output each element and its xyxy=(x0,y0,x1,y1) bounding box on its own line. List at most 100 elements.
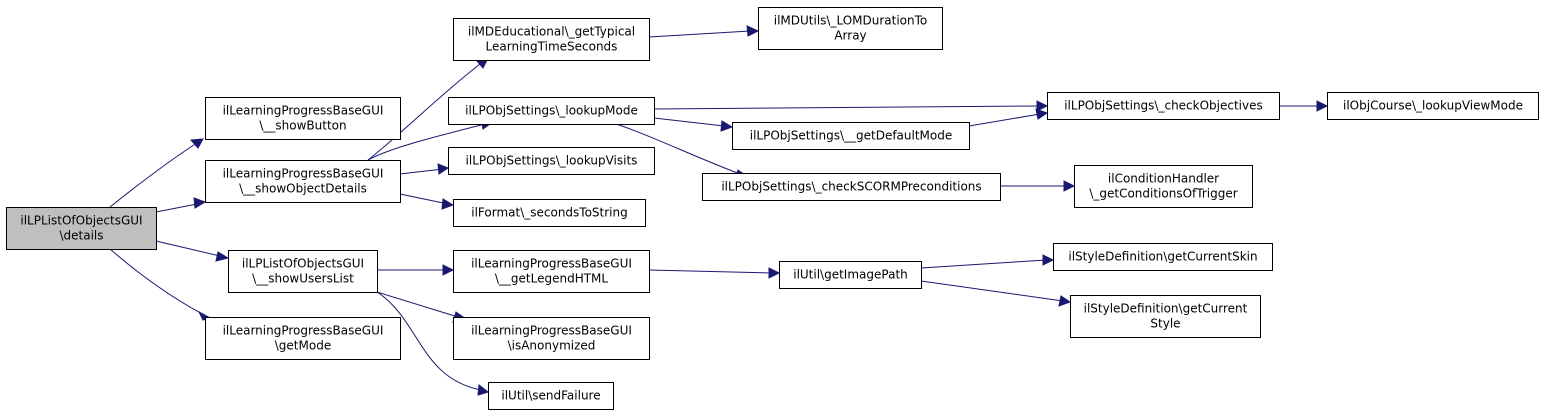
edge-getTypicalLearningTime-to-lomDurationToArray xyxy=(648,30,751,38)
arrowhead-checkObjectives xyxy=(1035,108,1049,120)
node-checkScormPreconditions[interactable]: ilLPObjSettings\_checkSCORMPreconditions xyxy=(702,173,1001,201)
node-showUsersList[interactable]: ilLPListOfObjectsGUI\__showUsersList xyxy=(228,250,378,293)
node-box xyxy=(779,261,922,289)
node-label-line: ilLPListOfObjectsGUI xyxy=(242,257,364,271)
node-label-line: \_getConditionsOfTrigger xyxy=(1089,187,1237,201)
node-box xyxy=(453,18,650,61)
node-label-line: \__showButton xyxy=(259,119,346,133)
node-box xyxy=(205,97,401,140)
node-getImagePath[interactable]: ilUtil\getImagePath xyxy=(779,261,922,289)
node-root[interactable]: ilLPListOfObjectsGUI\details xyxy=(6,207,157,250)
node-box xyxy=(453,317,650,360)
node-box xyxy=(1053,243,1273,271)
node-label-line: ilUtil\getImagePath xyxy=(793,268,908,282)
node-getDefaultMode[interactable]: ilLPObjSettings\__getDefaultMode xyxy=(732,122,970,150)
node-box xyxy=(448,97,655,125)
arrowhead-getCurrentSkin xyxy=(1042,254,1055,266)
node-label-line: ilMDEducational\_getTypical xyxy=(468,25,635,39)
arrowhead-getCurrentStyle xyxy=(1058,295,1072,307)
node-box xyxy=(758,7,943,50)
node-label-line: ilLPListOfObjectsGUI xyxy=(20,214,142,228)
edge-root-to-getMode xyxy=(109,248,211,319)
node-label-line: ilStyleDefinition\getCurrent xyxy=(1084,302,1248,316)
node-label-line: ilObjCourse\_lookupViewMode xyxy=(1343,99,1523,113)
node-showObjectDetails[interactable]: ilLearningProgressBaseGUI\__showObjectDe… xyxy=(205,160,401,203)
arrowhead-secondsToString xyxy=(441,198,455,210)
edge-lookupMode-to-checkScormPreconditions xyxy=(615,123,741,175)
edge-root-to-showButton xyxy=(109,138,204,208)
edge-showObjectDetails-to-secondsToString xyxy=(399,193,449,205)
node-lookupMode[interactable]: ilLPObjSettings\_lookupMode xyxy=(448,97,655,125)
node-label-line: \__showUsersList xyxy=(252,272,354,286)
edge-showUsersList-to-sendFailure xyxy=(376,291,482,391)
node-label-line: \__showObjectDetails xyxy=(239,182,367,196)
edge-showUsersList-to-isAnonymized xyxy=(376,291,459,318)
node-lookupViewMode[interactable]: ilObjCourse\_lookupViewMode xyxy=(1327,92,1539,120)
arrowhead-showUsersList xyxy=(215,251,230,262)
node-label-line: Style xyxy=(1150,317,1180,331)
edge-getImagePath-to-getCurrentSkin xyxy=(920,259,1047,269)
node-box xyxy=(228,250,378,293)
node-sendFailure[interactable]: ilUtil\sendFailure xyxy=(488,382,614,410)
node-secondsToString[interactable]: ilFormat\_secondsToString xyxy=(453,199,646,227)
node-getLegendHTML[interactable]: ilLearningProgressBaseGUI\__getLegendHTM… xyxy=(453,250,650,293)
node-label-line: Array xyxy=(834,29,866,43)
node-label-line: \getMode xyxy=(275,339,331,353)
arrowhead-sendFailure xyxy=(477,384,490,396)
nodes-layer: ilLPListOfObjectsGUI\detailsilLearningPr… xyxy=(6,7,1539,410)
node-getConditionsOfTrigger[interactable]: ilConditionHandler\_getConditionsOfTrigg… xyxy=(1074,165,1253,208)
node-box xyxy=(1074,165,1253,208)
node-showButton[interactable]: ilLearningProgressBaseGUI\__showButton xyxy=(205,97,401,140)
arrowhead-lookupViewMode xyxy=(1316,100,1329,112)
arrowhead-getLegendHTML xyxy=(442,264,455,276)
edge-root-to-showUsersList xyxy=(155,240,221,257)
node-label-line: ilLPObjSettings\_lookupVisits xyxy=(466,154,638,168)
node-label-line: ilLPObjSettings\__getDefaultMode xyxy=(750,129,953,143)
node-label-line: ilMDUtils\_LOMDurationTo xyxy=(774,14,928,28)
edge-root-to-showObjectDetails xyxy=(155,203,198,213)
node-label-line: ilLearningProgressBaseGUI xyxy=(471,324,632,338)
node-box xyxy=(205,317,401,360)
arrowhead-checkObjectives xyxy=(1036,100,1049,112)
node-label-line: \details xyxy=(59,229,103,243)
node-box xyxy=(1070,295,1261,338)
node-box xyxy=(453,199,646,227)
node-isAnonymized[interactable]: ilLearningProgressBaseGUI\isAnonymized xyxy=(453,317,650,360)
edge-lookupMode-to-getDefaultMode xyxy=(653,117,725,127)
node-label-line: LearningTimeSeconds xyxy=(486,40,618,54)
node-getCurrentSkin[interactable]: ilStyleDefinition\getCurrentSkin xyxy=(1053,243,1273,271)
node-label-line: ilLearningProgressBaseGUI xyxy=(471,257,632,271)
node-label-line: ilLPObjSettings\_checkObjectives xyxy=(1064,99,1263,113)
arrowhead-lookupVisits xyxy=(437,163,450,175)
arrowhead-getDefaultMode xyxy=(720,120,734,132)
node-getMode[interactable]: ilLearningProgressBaseGUI\getMode xyxy=(205,317,401,360)
node-checkObjectives[interactable]: ilLPObjSettings\_checkObjectives xyxy=(1047,92,1280,120)
node-lookupVisits[interactable]: ilLPObjSettings\_lookupVisits xyxy=(448,147,655,175)
node-box xyxy=(453,250,650,293)
node-label-line: ilLPObjSettings\_checkSCORMPreconditions xyxy=(721,180,981,194)
node-box xyxy=(732,122,970,150)
edge-getLegendHTML-to-getImagePath xyxy=(648,269,772,274)
node-label-line: ilLearningProgressBaseGUI xyxy=(223,324,384,338)
node-label-line: ilLearningProgressBaseGUI xyxy=(223,167,384,181)
node-getTypicalLearningTime[interactable]: ilMDEducational\_getTypicalLearningTimeS… xyxy=(453,18,650,61)
node-label-line: ilConditionHandler xyxy=(1108,172,1219,186)
node-label-line: ilStyleDefinition\getCurrentSkin xyxy=(1068,250,1257,264)
node-box xyxy=(702,173,1001,201)
node-label-line: ilLearningProgressBaseGUI xyxy=(223,104,384,118)
edge-getImagePath-to-getCurrentStyle xyxy=(920,280,1064,302)
arrowhead-getConditionsOfTrigger xyxy=(1063,180,1076,192)
node-box xyxy=(488,382,614,410)
arrowhead-showObjectDetails xyxy=(193,197,207,209)
arrowhead-showButton xyxy=(189,138,204,149)
edge-lookupMode-to-checkObjectives xyxy=(653,105,1041,110)
edge-showObjectDetails-to-lookupMode xyxy=(367,123,486,161)
node-box xyxy=(448,147,655,175)
node-label-line: \isAnonymized xyxy=(508,339,596,353)
node-label-line: ilFormat\_secondsToString xyxy=(471,206,628,220)
edge-showObjectDetails-to-lookupVisits xyxy=(399,168,444,175)
